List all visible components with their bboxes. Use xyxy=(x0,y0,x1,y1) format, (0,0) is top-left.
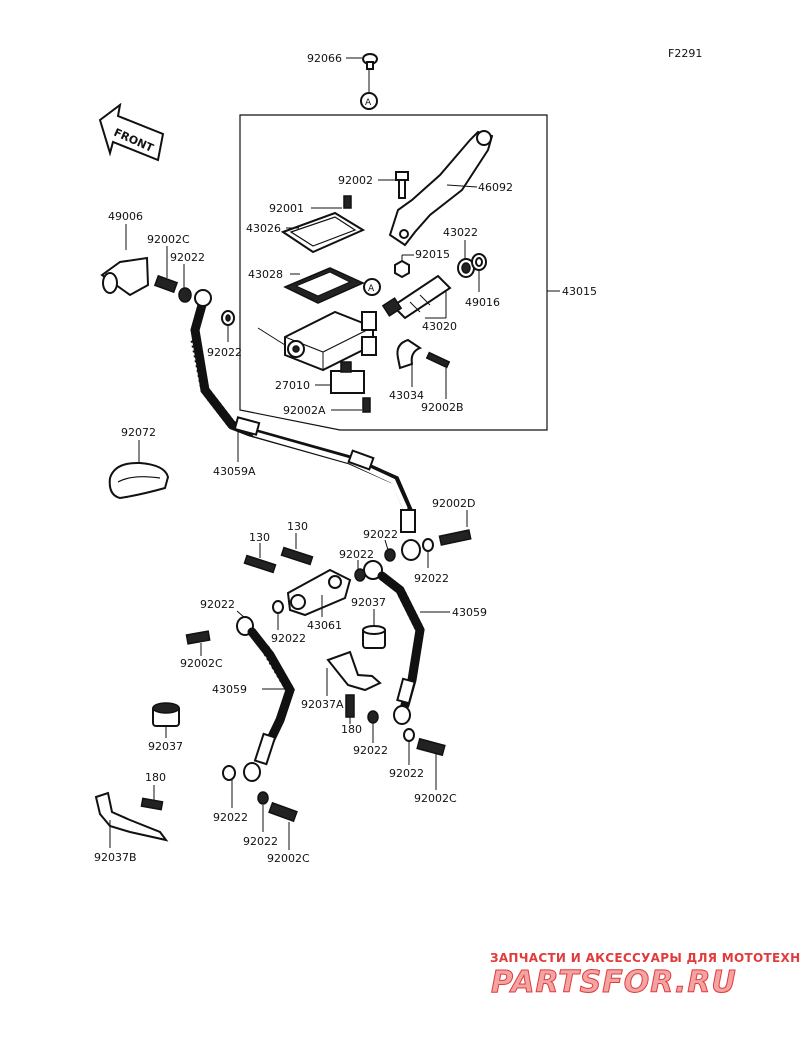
washer-bottom-2-icon xyxy=(257,791,269,805)
hose-bracket-a-icon xyxy=(326,650,382,692)
label-43034: 43034 xyxy=(389,389,424,402)
grommet-mid-icon xyxy=(362,625,386,649)
diaphragm-icon xyxy=(283,267,365,304)
lever-nut-icon xyxy=(394,259,410,279)
bolt-180-low-icon xyxy=(140,797,164,811)
label-92022-c1: 92022 xyxy=(363,528,398,541)
label-130a: 130 xyxy=(249,531,270,544)
brake-light-switch-icon xyxy=(330,361,365,394)
brake-hose-right-icon xyxy=(363,560,425,725)
label-130b: 130 xyxy=(287,520,308,533)
label-92015: 92015 xyxy=(415,248,450,261)
svg-text:A: A xyxy=(365,98,372,108)
bolt-130b-icon xyxy=(280,546,314,566)
label-180-low: 180 xyxy=(145,771,166,784)
reservoir-cap-icon xyxy=(362,53,378,70)
label-43059-right: 43059 xyxy=(452,606,487,619)
washer-left-icon xyxy=(221,310,235,326)
banjo-bolt-bottom-icon xyxy=(268,801,298,823)
label-92022-c2: 92022 xyxy=(339,548,374,561)
label-92037-low: 92037 xyxy=(148,740,183,753)
banjo-bolt-d-icon xyxy=(438,529,472,546)
label-43020: 43020 xyxy=(422,320,457,333)
dust-cover-icon xyxy=(471,253,487,271)
svg-text:A: A xyxy=(368,284,375,294)
label-92037b: 92037B xyxy=(94,851,137,864)
switch-screw-icon xyxy=(362,397,371,413)
label-43028: 43028 xyxy=(248,268,283,281)
label-92002d: 92002D xyxy=(432,497,475,510)
washer-top-icon xyxy=(178,287,192,303)
rubber-cap-icon xyxy=(100,256,150,297)
label-92022-r1: 92022 xyxy=(353,744,388,757)
marker-a-top: A xyxy=(360,92,378,110)
grommet-lower-icon xyxy=(152,702,180,727)
label-49006: 49006 xyxy=(108,210,143,223)
label-27010: 27010 xyxy=(275,379,310,392)
reservoir-cover-icon xyxy=(280,211,366,254)
label-92002c-r: 92002C xyxy=(414,792,457,805)
bolt-180-mid-icon xyxy=(345,694,355,718)
label-43022: 43022 xyxy=(443,226,478,239)
label-43015: 43015 xyxy=(562,285,597,298)
label-43026: 43026 xyxy=(246,222,281,235)
label-92002a: 92002A xyxy=(283,404,326,417)
front-arrow-icon: FRONT xyxy=(98,102,165,162)
label-92002c-b: 92002C xyxy=(267,852,310,865)
label-92022-c3: 92022 xyxy=(414,572,449,585)
pivot-bolt-icon xyxy=(395,171,409,199)
label-92022-top: 92022 xyxy=(170,251,205,264)
washer-right-2-icon xyxy=(403,728,415,742)
label-92022-left: 92022 xyxy=(207,346,242,359)
brake-hose-left-icon xyxy=(236,616,295,782)
label-92002c-l: 92002C xyxy=(180,657,223,670)
label-92022-b1: 92022 xyxy=(213,811,248,824)
banjo-bolt-left-icon xyxy=(185,630,211,645)
watermark: ЗАПЧАСТИ И АКСЕССУАРЫ ДЛЯ МОТОТЕХНИКИ PA… xyxy=(490,951,800,1001)
washer-bottom-1-icon xyxy=(222,765,236,781)
bolt-130a-icon xyxy=(243,554,277,574)
hose-clamp-icon xyxy=(108,461,170,500)
hose-joint-icon xyxy=(286,568,352,617)
label-46092: 46092 xyxy=(478,181,513,194)
piston-kit-icon xyxy=(381,274,452,320)
diagram-code: F2291 xyxy=(668,47,702,60)
clamp-icon xyxy=(396,338,423,370)
label-92066: 92066 xyxy=(307,52,342,65)
label-92037-mid: 92037 xyxy=(351,596,386,609)
label-49016: 49016 xyxy=(465,296,500,309)
cover-screw-icon xyxy=(343,195,352,209)
label-43059-left: 43059 xyxy=(212,683,247,696)
banjo-bolt-right-icon xyxy=(416,737,446,757)
hose-bracket-b-icon xyxy=(94,791,169,842)
marker-a-body: A xyxy=(363,278,381,296)
label-92022-l1: 92022 xyxy=(200,598,235,611)
brake-lever-icon xyxy=(388,130,494,247)
watermark-brand: PARTSFOR.RU xyxy=(491,965,737,1000)
washer-right-1-icon xyxy=(367,710,379,724)
clamp-bolt-icon xyxy=(425,351,451,369)
label-92072: 92072 xyxy=(121,426,156,439)
label-92001: 92001 xyxy=(269,202,304,215)
washer-junction-2-icon xyxy=(272,600,284,614)
label-92022-r2: 92022 xyxy=(389,767,424,780)
label-92022-b2: 92022 xyxy=(243,835,278,848)
label-43059a: 43059A xyxy=(213,465,256,478)
banjo-fitting-top-icon xyxy=(384,538,434,562)
watermark-tagline: ЗАПЧАСТИ И АКСЕССУАРЫ ДЛЯ МОТОТЕХНИКИ xyxy=(490,951,800,965)
brake-hose-upper-icon xyxy=(190,289,416,533)
assembly-frame xyxy=(239,114,548,431)
washer-junction-1-icon xyxy=(354,568,366,582)
master-cylinder-body-icon xyxy=(284,310,377,372)
label-92002c-top: 92002C xyxy=(147,233,190,246)
label-43061: 43061 xyxy=(307,619,342,632)
label-92037a: 92037A xyxy=(301,698,344,711)
label-92002: 92002 xyxy=(338,174,373,187)
label-92002b: 92002B xyxy=(421,401,464,414)
label-180-mid: 180 xyxy=(341,723,362,736)
label-92022-l2: 92022 xyxy=(271,632,306,645)
banjo-bolt-top-icon xyxy=(153,274,179,294)
